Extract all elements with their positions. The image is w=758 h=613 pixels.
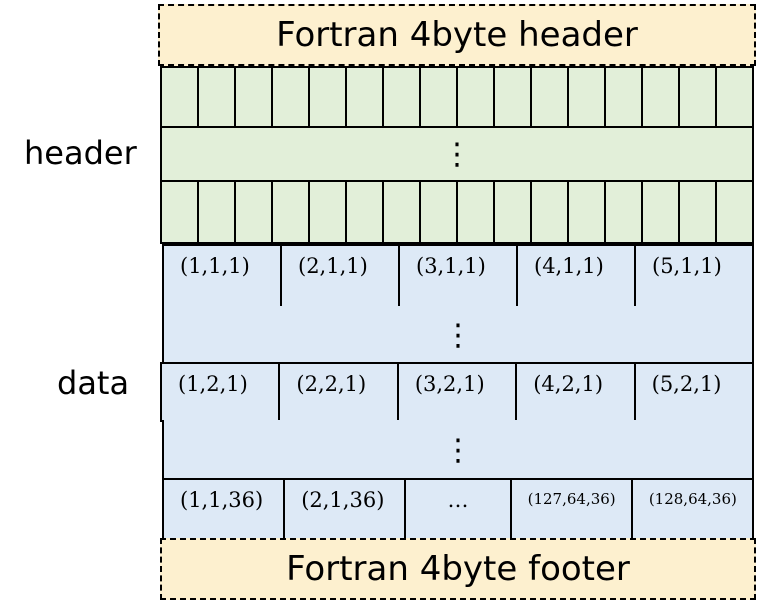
data-cell: (128,64,36) [648, 490, 737, 508]
byte-cell [717, 182, 752, 242]
byte-cell [310, 68, 347, 126]
data-side-label: data [57, 364, 130, 402]
byte-cell [495, 182, 532, 242]
header-bytes-row-top [162, 68, 752, 126]
data-cell: (1,1,36) [164, 480, 286, 538]
data-cell: (2,1,1) [282, 246, 400, 306]
vertical-ellipsis: ⋮ [442, 136, 472, 172]
byte-cell [162, 182, 199, 242]
header-ellipsis-row: ⋮ [162, 126, 752, 182]
data-cell: (3,2,1) [399, 364, 518, 420]
data-row-last: (1,1,36) (2,1,36) … (127,64,36) (128,64,… [162, 478, 754, 540]
data-row-1: (1,1,1) (2,1,1) (3,1,1) (4,1,1) (5,1,1) [162, 244, 754, 308]
byte-cell [680, 68, 717, 126]
data-cell: (3,1,1) [400, 246, 518, 306]
data-ellipsis-row-1: ⋮ [162, 306, 754, 364]
byte-cell [384, 182, 421, 242]
byte-cell [458, 182, 495, 242]
data-cell: (1,1,1) [164, 246, 282, 306]
byte-cell [384, 68, 421, 126]
byte-cell [680, 182, 717, 242]
byte-cell [236, 68, 273, 126]
header-record-block: ⋮ [160, 66, 754, 244]
header-side-label: header [24, 134, 137, 172]
byte-cell [273, 68, 310, 126]
byte-cell [236, 182, 273, 242]
fortran-header-block: Fortran 4byte header [158, 4, 756, 66]
data-cell: (4,1,1) [518, 246, 636, 306]
byte-cell [273, 182, 310, 242]
data-cell: (1,2,1) [162, 364, 281, 420]
data-cell: (2,2,1) [280, 364, 399, 420]
byte-cell [532, 182, 569, 242]
header-bytes-row-bottom [162, 182, 752, 242]
byte-cell [643, 182, 680, 242]
byte-cell [532, 68, 569, 126]
byte-cell [162, 68, 199, 126]
byte-cell [199, 182, 236, 242]
fortran-footer-block: Fortran 4byte footer [160, 538, 756, 600]
byte-cell [199, 68, 236, 126]
byte-cell [310, 182, 347, 242]
vertical-ellipsis: ⋮ [443, 432, 473, 468]
byte-cell [421, 182, 458, 242]
data-cell: (4,2,1) [517, 364, 636, 420]
byte-cell [458, 68, 495, 126]
byte-cell [495, 68, 532, 126]
data-cell-ellipsis: … [406, 480, 512, 538]
vertical-ellipsis: ⋮ [443, 317, 473, 353]
fortran-header-label: Fortran 4byte header [276, 15, 638, 55]
byte-cell [717, 68, 752, 126]
byte-cell [347, 68, 384, 126]
data-cell: (5,2,1) [651, 372, 722, 396]
fortran-footer-label: Fortran 4byte footer [286, 549, 630, 589]
byte-cell [643, 68, 680, 126]
byte-cell [606, 182, 643, 242]
byte-cell [606, 68, 643, 126]
byte-cell [421, 68, 458, 126]
byte-cell [569, 68, 606, 126]
byte-cell [347, 182, 384, 242]
data-cell: (127,64,36) [512, 480, 633, 538]
data-cell: (5,1,1) [652, 254, 722, 278]
byte-cell [569, 182, 606, 242]
data-row-2: (1,2,1) (2,2,1) (3,2,1) (4,2,1) (5,2,1) [160, 362, 754, 422]
data-cell: (2,1,36) [285, 480, 407, 538]
data-ellipsis-row-2: ⋮ [162, 420, 754, 480]
